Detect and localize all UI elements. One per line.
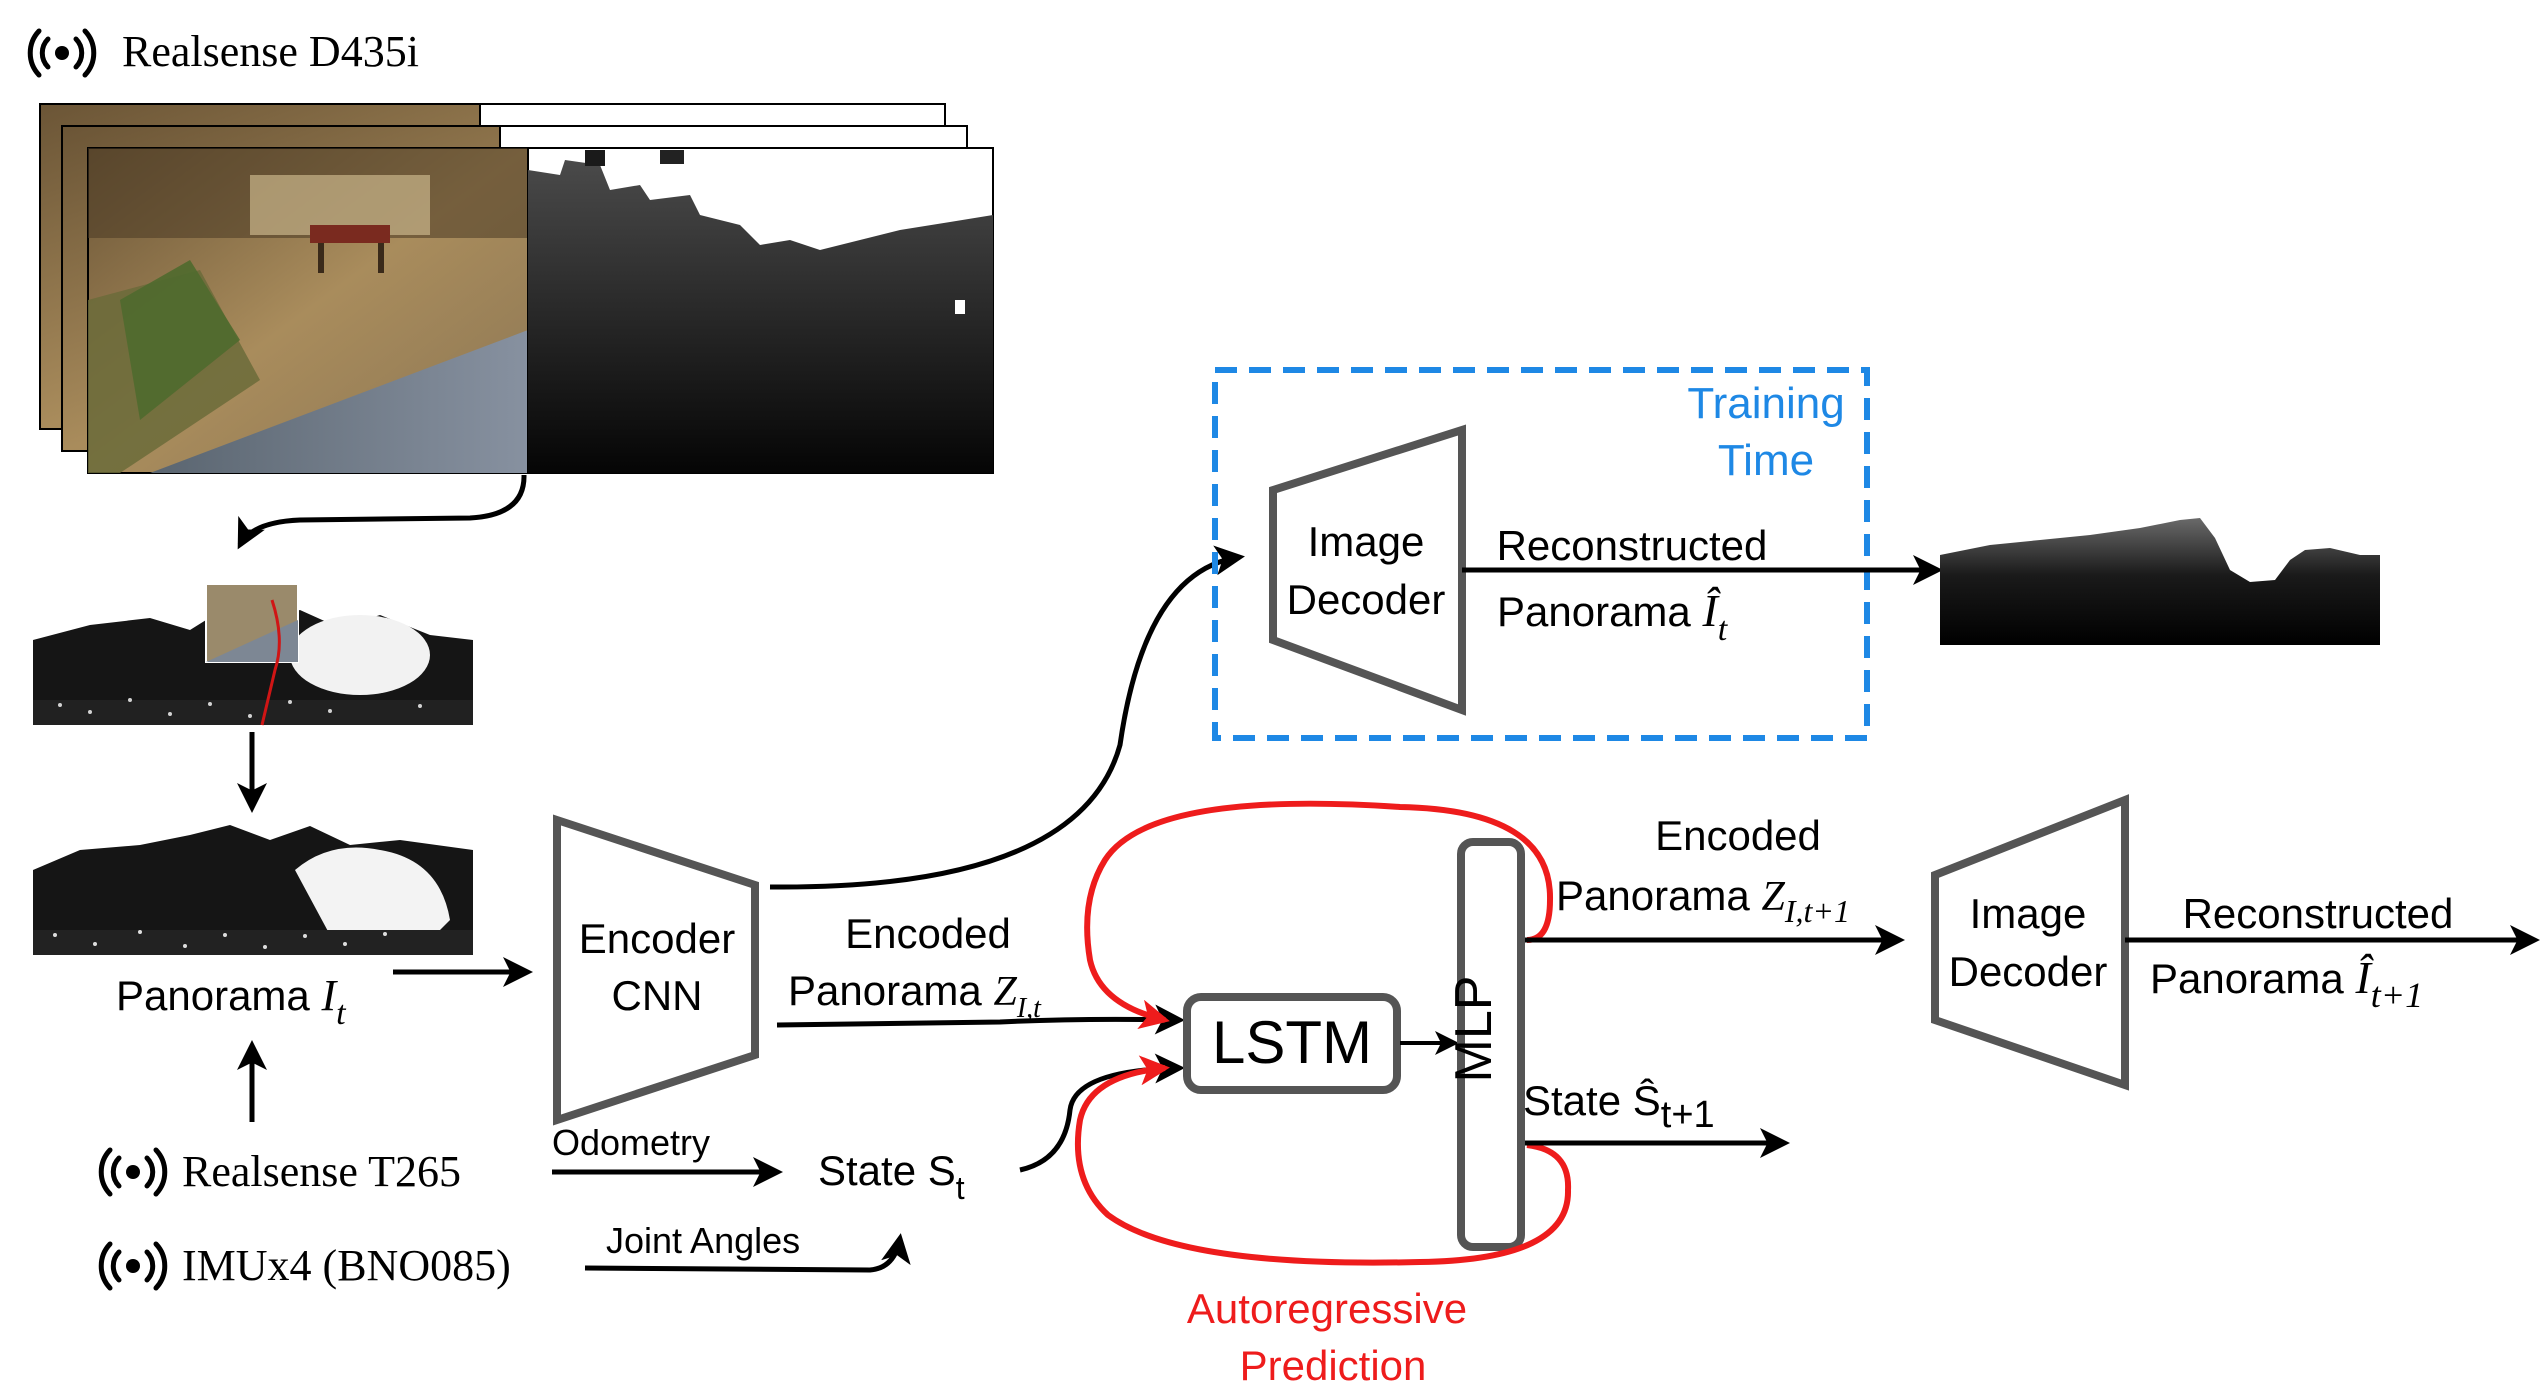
depth-frame — [527, 147, 994, 474]
state-prefix: State S — [818, 1147, 956, 1194]
next-recon-line1: Reconstructed — [2183, 890, 2454, 937]
encoded-line2: Panorama ZI,t — [788, 967, 1042, 1024]
autoregressive-line2: Prediction — [1240, 1342, 1427, 1389]
training-recon-line2: Panorama Ît — [1497, 585, 1729, 648]
next-recon-line2: Panorama Ît+1 — [2150, 952, 2423, 1015]
autoregressive-loop-top — [1084, 800, 1554, 1029]
next-encoded-line2: Panorama ZI,t+1 — [1556, 872, 1850, 929]
training-recon-prefix: Panorama — [1497, 588, 1702, 635]
next-state-sub: t+1 — [1661, 1094, 1715, 1136]
point-cloud-raw — [33, 583, 473, 726]
encoded-line1: Encoded — [845, 910, 1011, 957]
training-line2: Time — [1718, 436, 1814, 485]
next-encoded-line1: Encoded — [1655, 812, 1821, 859]
mlp-block: MLP — [1445, 838, 1525, 1251]
next-recon-symbol: Î — [2354, 952, 2374, 1003]
radio-icon-t265 — [98, 1147, 168, 1197]
decoder2-line2: Decoder — [1949, 948, 2108, 995]
training-recon-line1: Reconstructed — [1497, 522, 1768, 569]
next-encoded-symbol: Z — [1761, 874, 1785, 920]
encoder-cnn-block: Encoder CNN — [553, 814, 759, 1126]
next-recon-sub: t+1 — [2371, 975, 2423, 1015]
panorama-input-image — [33, 825, 473, 955]
arrow-encoder-to-training-decoder — [769, 545, 1245, 890]
panorama-input-sub: t — [336, 995, 347, 1032]
odometry-label: Odometry — [552, 1122, 710, 1163]
arrow-joint-angles — [584, 1233, 911, 1273]
imu-label: IMUx4 (BNO085) — [182, 1241, 511, 1290]
training-line1: Training — [1687, 379, 1844, 428]
panorama-input-symbol: I — [320, 971, 338, 1020]
training-recon-sub: t — [1718, 611, 1729, 648]
training-recon-symbol: Î — [1701, 585, 1721, 636]
reconstructed-panorama-image — [1940, 518, 2380, 645]
camera-frames-stack — [39, 103, 994, 474]
training-time-frame — [1212, 367, 1870, 741]
state-label: State St — [818, 1147, 965, 1206]
next-encoded-prefix: Panorama — [1556, 872, 1761, 919]
joint-angles-label: Joint Angles — [606, 1220, 800, 1261]
encoded-prefix: Panorama — [788, 967, 993, 1014]
decoder2-line1: Image — [1970, 890, 2087, 937]
panorama-input-prefix: Panorama — [116, 972, 321, 1019]
encoder-line1: Encoder — [579, 915, 735, 962]
autoregressive-line1: Autoregressive — [1187, 1285, 1467, 1332]
d435i-label: Realsense D435i — [122, 27, 419, 76]
next-state-prefix: State Ŝ — [1523, 1077, 1661, 1124]
next-state-label: State Ŝt+1 — [1523, 1077, 1715, 1136]
rgb-frame — [87, 147, 529, 474]
arrow-frames-to-pointcloud — [237, 474, 527, 550]
state-sub: t — [956, 1170, 965, 1206]
mlp-label: MLP — [1445, 976, 1503, 1083]
next-recon-prefix: Panorama — [2150, 955, 2355, 1002]
t265-label: Realsense T265 — [182, 1147, 461, 1196]
panorama-input-label: Panorama It — [116, 971, 347, 1032]
encoder-line2: CNN — [612, 972, 703, 1019]
lstm-label: LSTM — [1212, 1009, 1372, 1076]
lstm-block: LSTM — [1183, 993, 1401, 1094]
arrow-encoder-to-lstm — [776, 1004, 1185, 1035]
radio-icon-imu — [98, 1241, 168, 1291]
image-decoder-2: Image Decoder — [1931, 794, 2129, 1091]
encoded-symbol: Z — [993, 969, 1017, 1015]
autoregressive-loop-bottom — [1074, 1055, 1572, 1266]
arrow-state-to-lstm — [1019, 1053, 1185, 1173]
radio-icon-d435i — [27, 28, 97, 78]
next-encoded-sub: I,t+1 — [1784, 893, 1850, 929]
training-image-decoder: Image Decoder — [1269, 424, 1466, 716]
training-decoder-line1: Image — [1308, 518, 1425, 565]
training-decoder-line2: Decoder — [1287, 576, 1446, 623]
